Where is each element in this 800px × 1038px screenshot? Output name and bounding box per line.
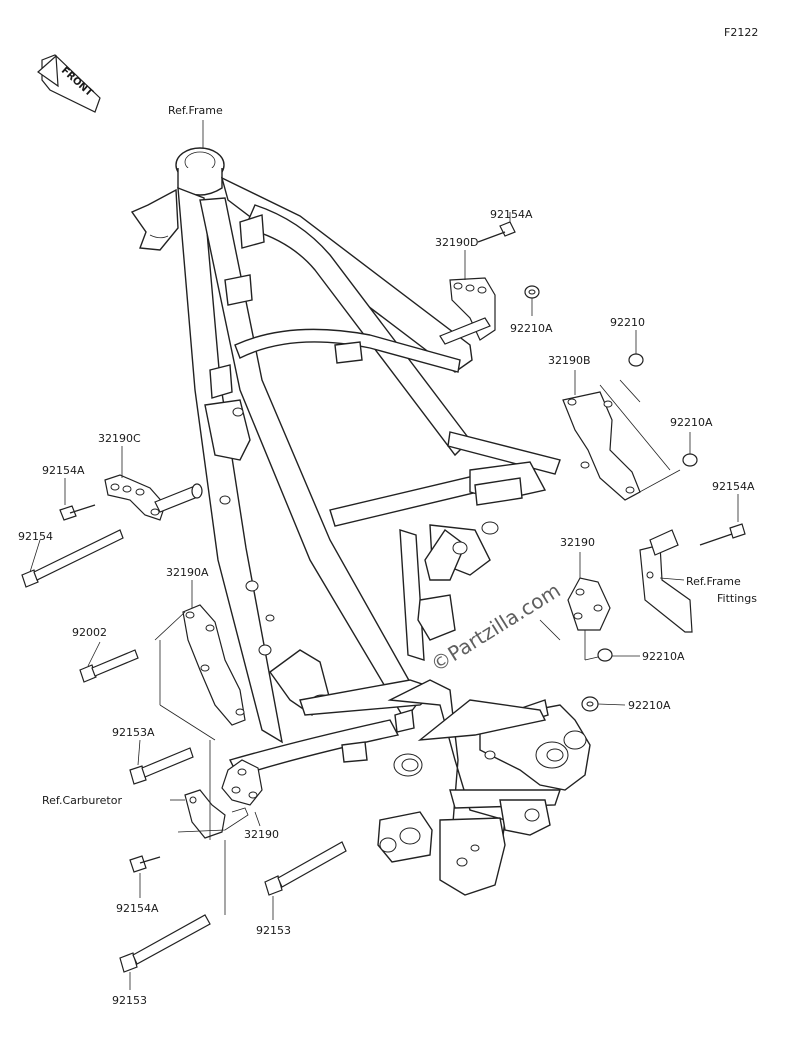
label-92210: 92210 xyxy=(610,316,645,329)
bracket-32190C xyxy=(104,474,203,521)
figure-code: F2122 xyxy=(724,26,758,39)
nut-92210A-top xyxy=(524,285,540,299)
label-ref-carburetor: Ref.Carburetor xyxy=(42,794,122,807)
label-ref-frame-fittings-2: Fittings xyxy=(717,592,757,605)
bolt-92153A xyxy=(129,747,194,785)
frame-fitting-bracket xyxy=(639,529,693,633)
label-32190A: 32190A xyxy=(166,566,209,579)
bracket-32190A xyxy=(182,604,246,726)
leader-lines xyxy=(29,120,739,990)
label-92210A-right: 92210A xyxy=(670,416,713,429)
bolt-92154A-right xyxy=(699,523,746,546)
label-92154A-left: 92154A xyxy=(42,464,85,477)
front-arrow-icon: FRONT xyxy=(37,54,101,113)
bracket-32190-low xyxy=(221,759,263,806)
nut-92210 xyxy=(628,353,644,367)
nut-92210A-right xyxy=(682,453,698,467)
bracket-32190-mid xyxy=(567,577,611,631)
bolt-92154A-left xyxy=(59,504,96,521)
nut-92210A-mid xyxy=(597,648,613,662)
label-32190C: 32190C xyxy=(98,432,141,445)
bolt-92153-center xyxy=(264,841,347,896)
bolt-92154 xyxy=(21,529,124,588)
bolt-92154A-bottom xyxy=(129,855,161,873)
label-92153-bottom: 92153 xyxy=(112,994,147,1007)
label-92154A-bottom: 92154A xyxy=(116,902,159,915)
label-32190-mid: 32190 xyxy=(560,536,595,549)
label-92154A-right: 92154A xyxy=(712,480,755,493)
label-92154: 92154 xyxy=(18,530,53,543)
bracket-32190B xyxy=(562,391,641,501)
label-92210A-top: 92210A xyxy=(510,322,553,335)
bolt-92002 xyxy=(79,649,139,683)
label-92002: 92002 xyxy=(72,626,107,639)
label-ref-frame-fittings-1: Ref.Frame xyxy=(686,575,741,588)
label-92153A: 92153A xyxy=(112,726,155,739)
bolt-92154A-top xyxy=(477,221,516,243)
label-32190B: 32190B xyxy=(548,354,591,367)
label-32190-low: 32190 xyxy=(244,828,279,841)
carburetor-bracket xyxy=(177,789,249,839)
label-92154A-top: 92154A xyxy=(490,208,533,221)
nut-92210A-low xyxy=(581,696,599,712)
label-ref-frame: Ref.Frame xyxy=(168,104,223,117)
part-labels: Ref.Frame 92154A 32190D 92210A 92210 321… xyxy=(18,104,757,1007)
bolt-92153-bottom xyxy=(119,914,211,973)
bracket-32190D xyxy=(439,277,496,345)
label-92210A-low: 92210A xyxy=(628,699,671,712)
label-92153-center: 92153 xyxy=(256,924,291,937)
label-32190D: 32190D xyxy=(435,236,478,249)
motorcycle-frame xyxy=(130,147,591,896)
label-92210A-mid: 92210A xyxy=(642,650,685,663)
